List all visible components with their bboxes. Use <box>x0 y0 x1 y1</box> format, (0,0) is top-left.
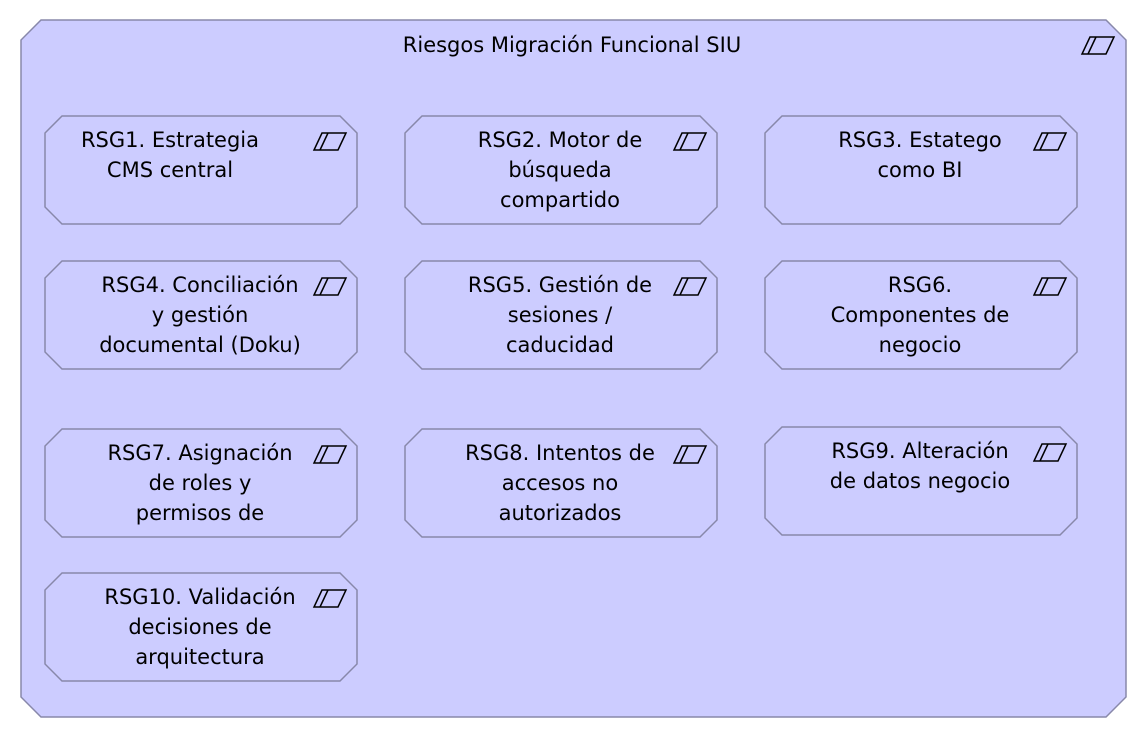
requirement-node-rsg10[interactable]: RSG10. Validación decisiones de arquitectu… <box>44 572 358 682</box>
requirement-node-label-line: accesos no <box>502 471 618 495</box>
requirement-node-label-line: CMS central <box>107 158 233 182</box>
requirement-node-label-line: como BI <box>878 158 963 182</box>
requirement-node-frame <box>404 260 718 370</box>
group-title: Riesgos Migración Funcional SIU <box>403 33 741 57</box>
requirement-node-label-line: sesiones / <box>508 303 613 327</box>
requirement-node-frame <box>44 428 358 538</box>
requirement-node-frame <box>44 260 358 370</box>
requirement-icon <box>1032 277 1068 296</box>
requirement-icon <box>1080 36 1116 55</box>
requirement-node-label-line: búsqueda <box>508 158 611 182</box>
requirement-icon <box>312 445 348 464</box>
requirement-node-rsg7[interactable]: RSG7. Asignación de roles y permisos de <box>44 428 358 538</box>
requirement-node-label-line: RSG10. Validación <box>104 585 295 609</box>
requirement-node-label-line: decisiones de <box>128 615 271 639</box>
requirement-node-label-line: RSG9. Alteración <box>831 439 1008 463</box>
requirement-node-label-line: permisos de <box>136 501 264 525</box>
requirement-node-label-line: caducidad <box>506 333 614 357</box>
requirement-node-frame <box>44 115 358 225</box>
requirement-icon <box>672 132 708 151</box>
requirement-node-label-line: compartido <box>500 188 620 212</box>
requirement-node-label-line: RSG3. Estatego <box>838 128 1002 152</box>
requirement-node-label-line: RSG5. Gestión de <box>468 273 652 297</box>
requirement-node-label-line: RSG8. Intentos de <box>465 441 655 465</box>
requirement-icon <box>312 132 348 151</box>
requirement-node-label-line: RSG4. Conciliación <box>101 273 298 297</box>
requirement-node-label-line: de roles y <box>149 471 252 495</box>
requirement-node-rsg2[interactable]: RSG2. Motor de búsqueda compartido <box>404 115 718 225</box>
requirement-node-rsg8[interactable]: RSG8. Intentos de accesos no autorizados <box>404 428 718 538</box>
requirement-node-label-line: RSG7. Asignación <box>107 441 292 465</box>
requirement-node-label-line: RSG1. Estrategia <box>81 128 259 152</box>
requirement-node-frame <box>764 426 1078 536</box>
requirement-node-label-line: RSG2. Motor de <box>478 128 643 152</box>
requirement-node-label-line: arquitectura <box>135 645 264 669</box>
requirement-node-label-line: documental (Doku) <box>99 333 301 357</box>
requirement-icon <box>672 445 708 464</box>
requirement-icon <box>1032 443 1068 462</box>
requirement-node-label-line: Componentes de <box>831 303 1010 327</box>
requirement-node-label-line: autorizados <box>499 501 622 525</box>
requirement-icon <box>312 589 348 608</box>
requirement-node-rsg6[interactable]: RSG6. Componentes de negocio <box>764 260 1078 370</box>
requirement-node-rsg3[interactable]: RSG3. Estatego como BI <box>764 115 1078 225</box>
requirement-icon <box>312 277 348 296</box>
requirement-node-label-line: de datos negocio <box>830 469 1010 493</box>
requirement-node-frame <box>44 572 358 682</box>
requirement-node-rsg5[interactable]: RSG5. Gestión de sesiones / caducidad <box>404 260 718 370</box>
requirement-node-frame <box>764 260 1078 370</box>
requirement-icon <box>672 277 708 296</box>
requirement-node-frame <box>404 115 718 225</box>
requirement-node-label-line: RSG6. <box>888 273 952 297</box>
requirement-node-rsg9[interactable]: RSG9. Alteración de datos negocio <box>764 426 1078 536</box>
requirement-node-label-line: negocio <box>879 333 962 357</box>
requirement-node-frame <box>404 428 718 538</box>
requirement-node-frame <box>764 115 1078 225</box>
requirement-node-rsg4[interactable]: RSG4. Conciliación y gestión documental (D… <box>44 260 358 370</box>
requirement-icon <box>1032 132 1068 151</box>
requirement-node-label-line: y gestión <box>152 303 249 327</box>
